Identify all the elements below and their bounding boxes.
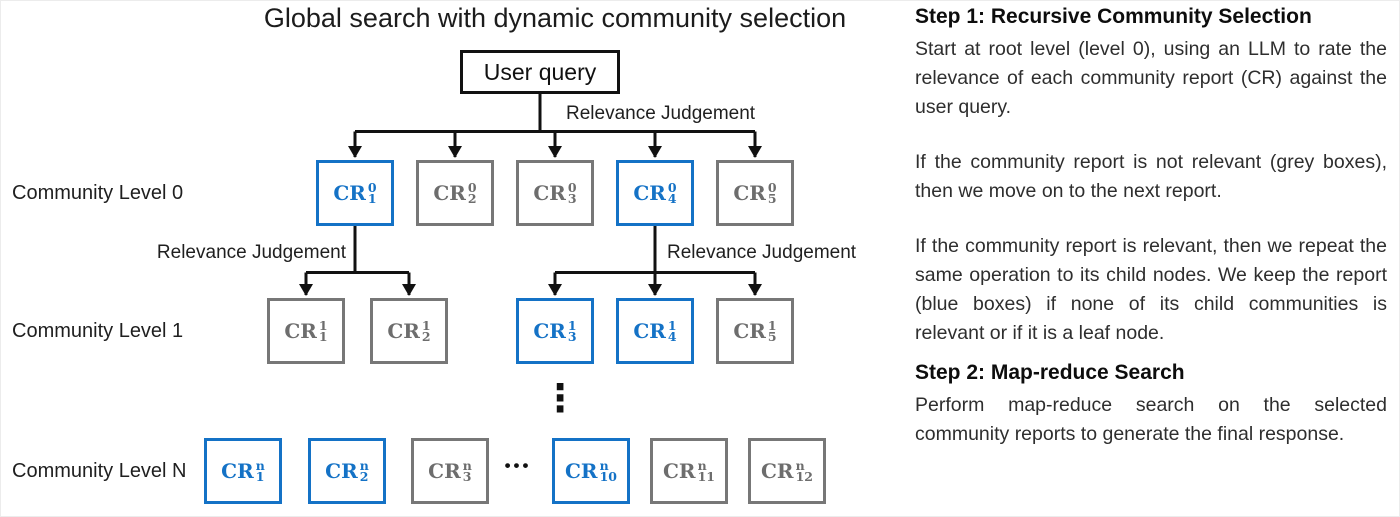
vertical-ellipsis: ⋮ (541, 376, 579, 420)
relevance-judgement-label-left: Relevance Judgement (156, 242, 346, 263)
explanation-panel: Step 1: Recursive Community Selection St… (915, 4, 1387, 475)
diagram-title: Global search with dynamic community sel… (263, 3, 847, 33)
step1-paragraph-2: If the community report is not relevant … (915, 151, 1387, 202)
tree-diagram: Global search with dynamic community sel… (12, 3, 857, 504)
relevance-judgement-label-top: Relevance Judgement (566, 103, 756, 124)
user-query-label: User query (483, 58, 597, 85)
user-query-node: User query (460, 50, 620, 94)
relevance-judgement-label-right: Relevance Judgement (667, 242, 857, 263)
step2-heading: Step 2: Map-reduce Search (915, 361, 1185, 384)
step1-paragraph-1: Start at root level (level 0), using an … (915, 38, 1387, 118)
step2-paragraph-1: Perform map-reduce search on the selecte… (915, 394, 1387, 445)
community-level-1-label: Community Level 1 (12, 320, 184, 342)
horizontal-ellipsis: ••• (504, 456, 532, 475)
step1-paragraph-3: If the community report is relevant, the… (915, 235, 1387, 344)
community-level-0-label: Community Level 0 (12, 182, 184, 204)
connector-lines (299, 93, 762, 296)
community-level-n-label: Community Level N (12, 460, 187, 482)
step1-heading: Step 1: Recursive Community Selection (915, 5, 1312, 28)
